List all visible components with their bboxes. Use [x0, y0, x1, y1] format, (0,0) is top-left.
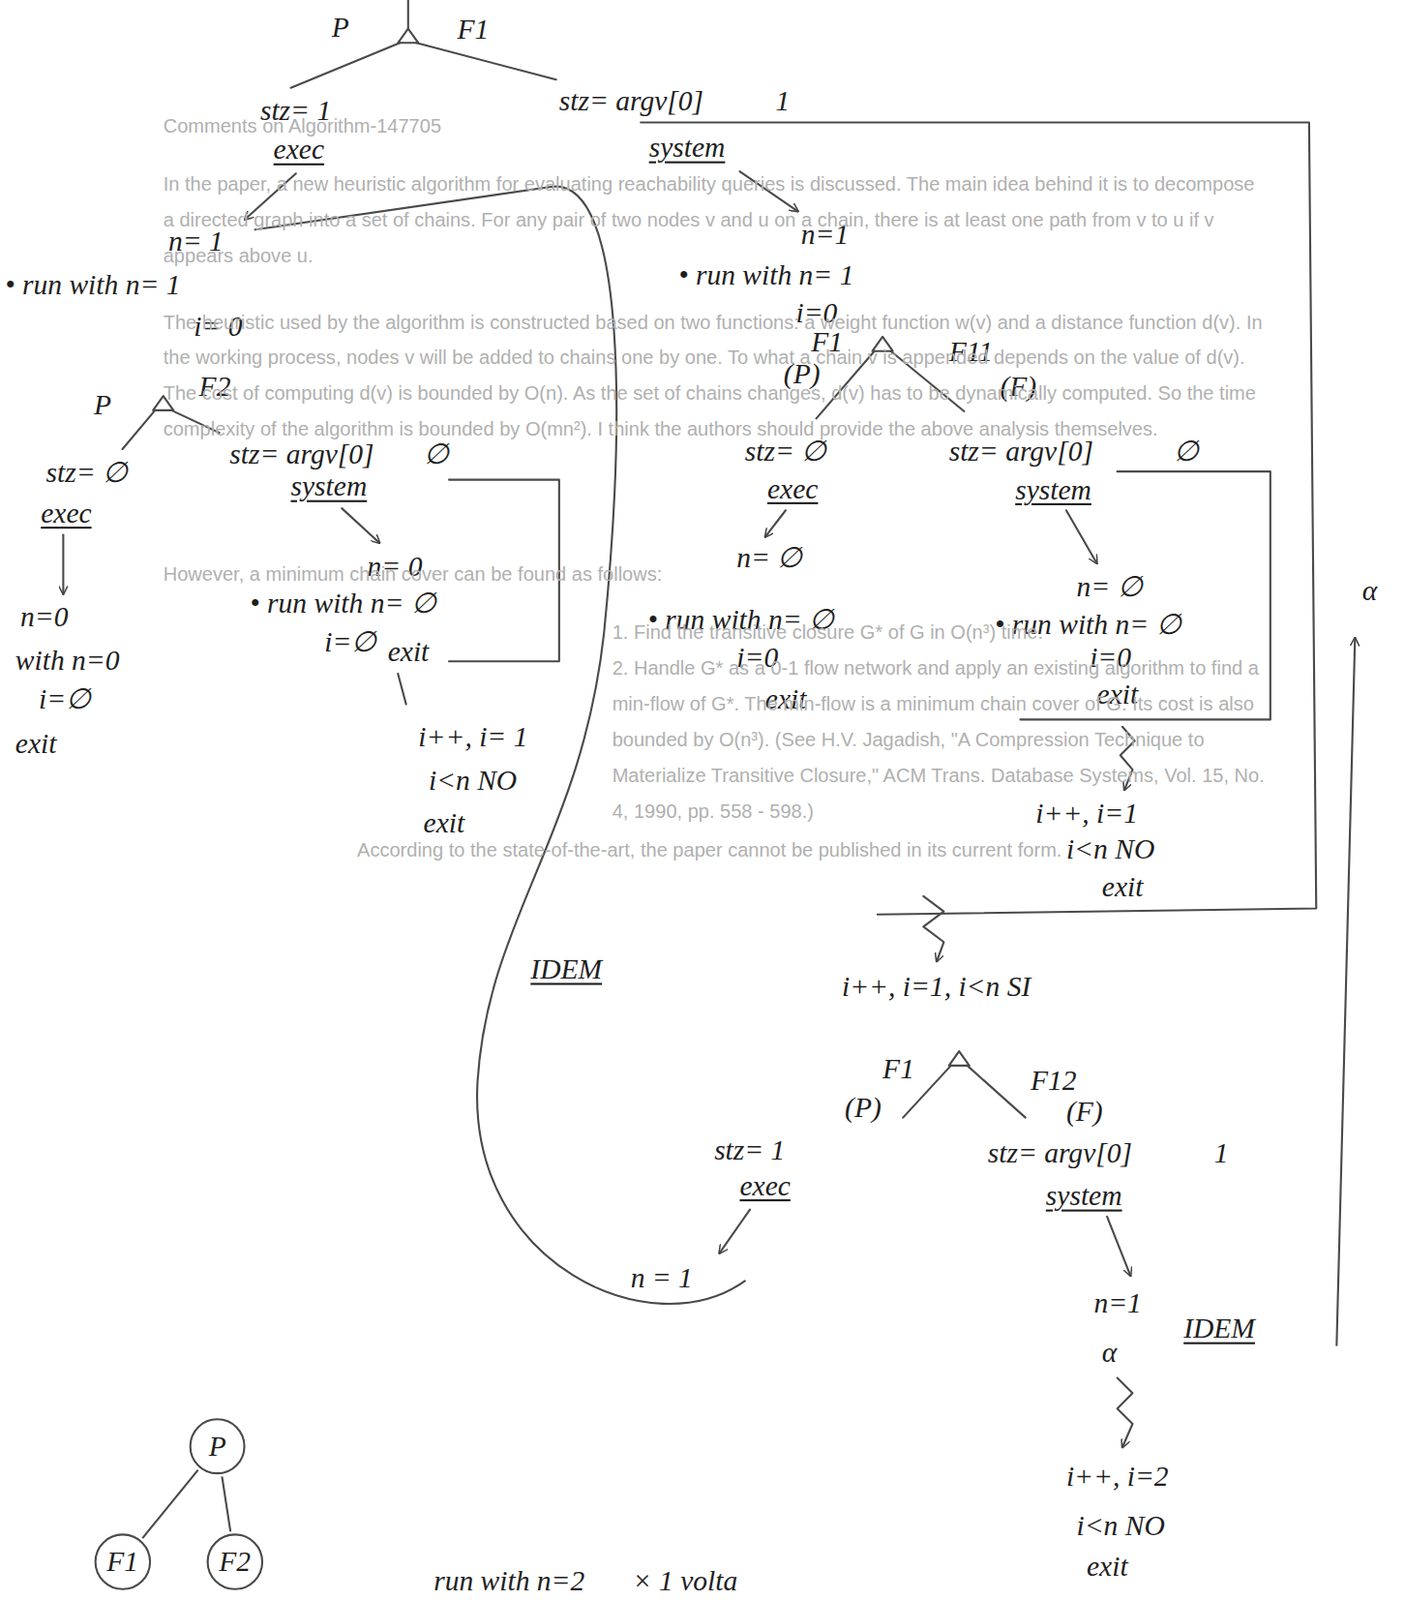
handwritten-note: i++, i=1, i<n SI: [841, 969, 1031, 1005]
handwritten-note: n=0: [20, 599, 68, 635]
circle-outline: [190, 1418, 245, 1473]
handwritten-note: (P): [844, 1089, 882, 1125]
handwritten-note: i++, i=1: [1035, 795, 1138, 831]
handwritten-note: n= ∅: [1076, 568, 1141, 604]
handwritten-note: • run with n= 1: [678, 258, 854, 294]
handwritten-note: ∅: [423, 436, 449, 472]
handwritten-note: system: [1015, 472, 1092, 508]
watermark-text: In the paper, a new heuristic algorithm …: [163, 166, 1266, 274]
watermark-text: However, a minimum chain cover can be fo…: [163, 556, 1266, 593]
handwritten-note: stz= argv[0]: [559, 83, 704, 119]
handwritten-note: P: [93, 388, 112, 423]
flow-tick: [397, 673, 406, 705]
handwritten-note: exit: [388, 634, 430, 670]
handwritten-note: stz= 1: [714, 1132, 785, 1167]
handwritten-note: n= ∅: [736, 540, 802, 576]
handwritten-note: exit: [15, 726, 58, 762]
handwritten-note: i=∅: [324, 624, 376, 659]
handwritten-note: i=∅: [38, 681, 90, 717]
fork-branch: [416, 42, 556, 80]
squiggle-arrow: [923, 896, 944, 961]
watermark-text: 1. Find the transitive closure G* of G i…: [612, 614, 1266, 651]
flow-arrow: [341, 508, 380, 543]
handwritten-note: F1: [882, 1050, 915, 1086]
handwritten-note: exit: [1086, 1549, 1129, 1585]
squiggle-arrow: [1117, 1377, 1134, 1448]
alpha-arrow: [1336, 637, 1355, 1346]
tree-branch: [221, 1475, 231, 1531]
node-label: F1: [106, 1544, 139, 1578]
fork-branch: [967, 1065, 1026, 1118]
flow-arrow: [1066, 509, 1098, 564]
handwritten-note: P: [331, 10, 350, 46]
handwritten-note: exit: [423, 806, 466, 841]
handwritten-note: • run with n= ∅: [249, 585, 436, 621]
handwritten-note: α: [1102, 1334, 1118, 1370]
handwritten-note: 1: [775, 83, 790, 119]
handwritten-note: × 1 volta: [632, 1562, 738, 1598]
node-label: F2: [218, 1544, 251, 1578]
handwritten-note: • run with n= 1: [4, 267, 180, 302]
handwritten-note: system: [291, 469, 368, 505]
watermark-text: 2. Handle G* as a 0-1 flow network and a…: [612, 650, 1266, 830]
fork-symbol: [397, 29, 419, 44]
flow-arrow: [718, 1209, 750, 1254]
handwritten-note: F12: [1030, 1063, 1077, 1099]
circle-outline: [207, 1533, 262, 1588]
handwritten-note: IDEM: [530, 952, 602, 987]
frame: [640, 122, 1316, 915]
handwritten-note: (F): [1066, 1093, 1104, 1129]
handwritten-note: IDEM: [1183, 1311, 1256, 1346]
handwritten-note: with n=0: [15, 642, 120, 678]
handwritten-note: ∅: [1173, 433, 1198, 469]
flow-arrow: [61, 535, 64, 595]
fork-branch: [291, 42, 401, 88]
handwritten-note: i<n NO: [428, 763, 517, 799]
tree-circle: F1: [93, 1532, 152, 1591]
handwritten-note: exec: [273, 132, 325, 168]
handwritten-note: run with n=2: [433, 1562, 585, 1598]
watermark-text: Comments on Algorithm-147705: [163, 108, 1266, 145]
handwritten-note: system: [649, 130, 726, 166]
tree-circle: P: [188, 1417, 246, 1475]
frame: [1019, 471, 1270, 719]
handwritten-note: exit: [1102, 868, 1144, 904]
handwritten-note: stz= argv[0]: [987, 1135, 1133, 1171]
handwritten-note: n = 1: [630, 1259, 693, 1295]
watermark-text: The heuristic used by the algorithm is c…: [163, 303, 1266, 448]
handwritten-note: n=1: [1093, 1285, 1141, 1321]
flow-arrow: [1106, 1216, 1131, 1276]
handwritten-note: exec: [739, 1167, 790, 1203]
tree-branch: [142, 1469, 198, 1538]
tree-circle: F2: [206, 1532, 265, 1591]
handwritten-note: F1: [456, 12, 489, 48]
handwritten-note: i++, i=2: [1066, 1459, 1169, 1495]
handwritten-note: system: [1046, 1178, 1123, 1214]
fork-stem: [407, 0, 410, 30]
fork-branch: [122, 410, 156, 449]
fork-symbol: [949, 1050, 970, 1066]
circle-outline: [94, 1533, 150, 1588]
handwritten-note: exec: [40, 495, 91, 531]
flow-arrow: [765, 509, 786, 537]
node-label: P: [209, 1429, 227, 1463]
handwritten-note: exec: [767, 471, 818, 507]
handwritten-note: i<n NO: [1066, 831, 1155, 867]
handwritten-note: stz= argv[0]: [229, 436, 374, 472]
handwritten-note: α: [1362, 573, 1378, 609]
watermark-text: According to the state-of-the-art, the p…: [357, 831, 1276, 867]
handwritten-note: stz= ∅: [45, 454, 127, 490]
handwritten-note: i++, i= 1: [418, 718, 528, 754]
handwritten-note: 1: [1214, 1135, 1229, 1171]
handwritten-note: i<n NO: [1076, 1508, 1165, 1544]
